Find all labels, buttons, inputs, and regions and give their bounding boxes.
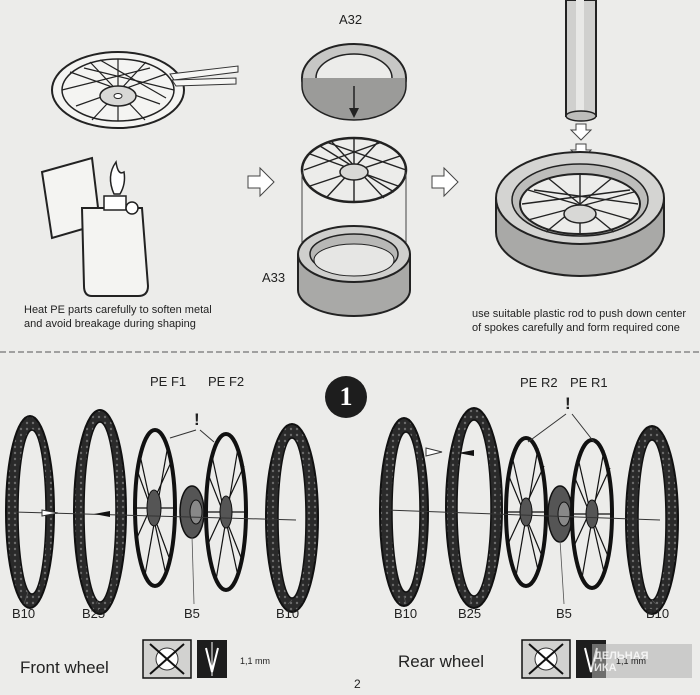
rear-wheel-caption: Rear wheel — [398, 652, 484, 671]
label-front-b25: B25 — [82, 606, 106, 621]
step-arrow-2 — [431, 166, 459, 198]
lighter-illustration — [40, 156, 150, 297]
note-rod-line2: of spokes carefully and form required co… — [472, 322, 680, 334]
label-front-b10-right: B10 — [276, 606, 300, 621]
label-a33: A33 — [262, 270, 286, 285]
pe-spoke-sheet-illustration — [51, 51, 239, 129]
front-wheel-assembly — [5, 409, 319, 615]
plastic-rod — [565, 0, 597, 122]
label-pe-f1: PE F1 — [150, 374, 187, 389]
front-warning-mark: ! — [194, 410, 200, 429]
leader-lines — [23, 535, 657, 605]
front-size-label: 1,1 mm — [240, 656, 271, 666]
rear-no-cutter-icon — [521, 639, 571, 679]
watermark-line1: ДЕЛЬНАЯ — [594, 650, 649, 662]
label-pe-r2: PE R2 — [520, 375, 558, 390]
watermark-line2: ИКА — [594, 662, 617, 674]
step-number-badge: 1 — [325, 376, 367, 418]
rear-warning-mark: ! — [565, 394, 571, 413]
label-pe-f2: PE F2 — [208, 374, 245, 389]
label-rear-b10-right: B10 — [646, 606, 670, 621]
note-rod-line1: use suitable plastic rod to push down ce… — [472, 308, 687, 320]
no-cutter-icon — [142, 639, 192, 679]
label-pe-r1: PE R1 — [570, 375, 608, 390]
watermark-bg — [592, 644, 692, 678]
label-front-b10-left: B10 — [12, 606, 36, 621]
thin-glue-icon — [197, 640, 227, 678]
rear-wheel-assembly — [379, 407, 679, 615]
label-rear-b5: B5 — [556, 606, 572, 621]
label-rear-b10-left: B10 — [394, 606, 418, 621]
step-arrow-1 — [247, 166, 275, 198]
label-front-b5: B5 — [184, 606, 200, 621]
front-wheel-caption: Front wheel — [20, 658, 109, 677]
note-heat-line1: Heat PE parts carefully to soften metal — [24, 304, 212, 316]
formed-spoke-jig — [495, 151, 665, 277]
rear-size-label: 1,1 mm — [616, 656, 647, 666]
spoke-wheel-pe — [300, 136, 408, 204]
label-rear-b25: B25 — [458, 606, 482, 621]
page-number: 2 — [354, 677, 361, 691]
label-a32: A32 — [339, 12, 363, 27]
a33-jig — [297, 225, 411, 317]
watermark: ДЕЛЬНАЯ ИКА — [594, 650, 649, 674]
note-heat-line2: and avoid breakage during shaping — [24, 318, 196, 330]
